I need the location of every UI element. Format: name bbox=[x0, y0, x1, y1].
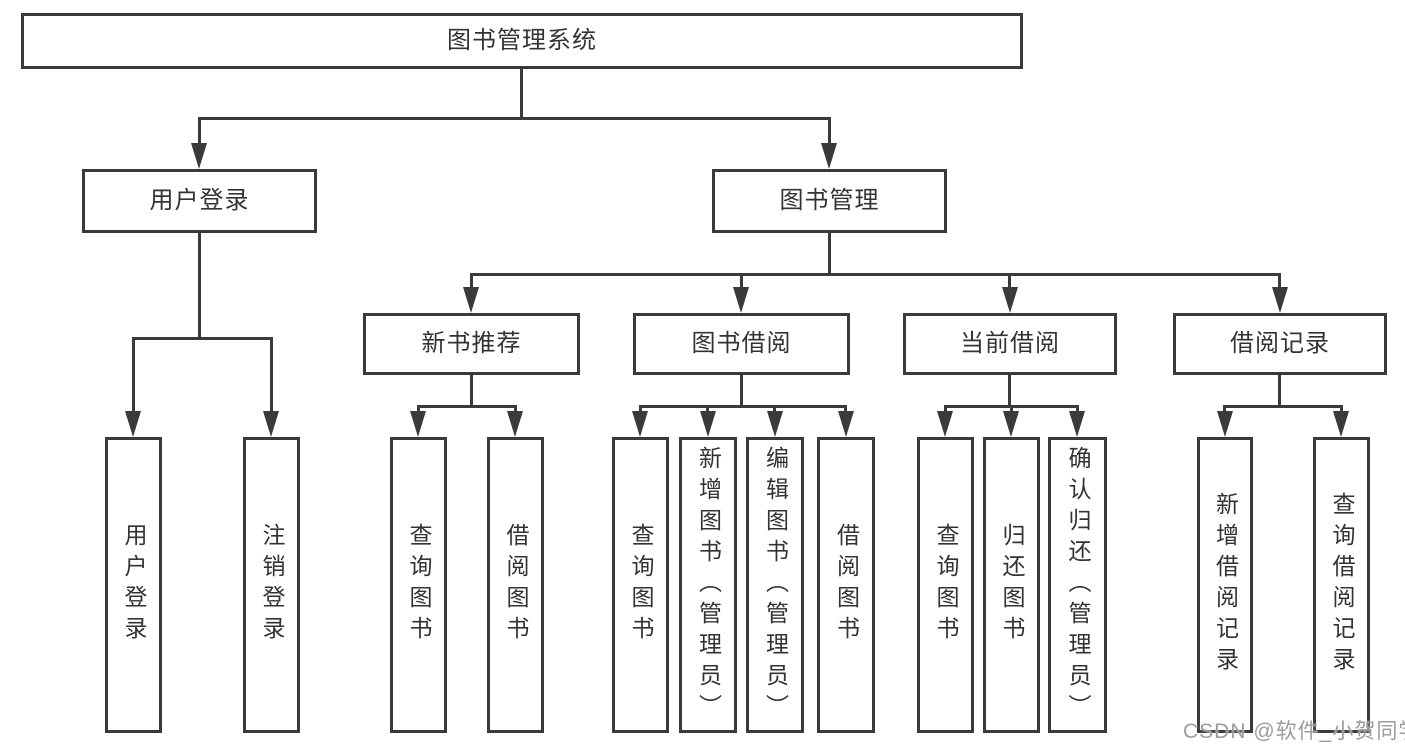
arrow-down-icon bbox=[937, 411, 953, 437]
connector-stem-leaf bbox=[706, 405, 709, 413]
leaf-query-books: 查询图书 bbox=[612, 437, 669, 733]
arrow-down-icon bbox=[733, 287, 749, 313]
connector-feed bbox=[1008, 375, 1011, 405]
arrow-down-icon bbox=[1217, 411, 1233, 437]
leaf-query-books: 查询图书 bbox=[917, 437, 974, 733]
arrow-down-icon bbox=[1272, 287, 1288, 313]
leaf-add-book-admin: 新增图书（管理员） bbox=[679, 437, 737, 733]
connector-book-management-feed bbox=[828, 233, 831, 273]
connector-stem-user-login bbox=[198, 117, 201, 147]
connector-bar bbox=[1223, 405, 1343, 408]
leaf-query-borrow-record: 查询借阅记录 bbox=[1313, 437, 1370, 733]
connector-stem-book-management bbox=[828, 117, 831, 147]
connector-feed bbox=[740, 375, 743, 405]
connector-stem-book-borrow bbox=[740, 273, 743, 291]
leaf-borrow-books: 借阅图书 bbox=[487, 437, 544, 733]
arrow-down-icon bbox=[1069, 411, 1085, 437]
connector-feed bbox=[1278, 375, 1281, 405]
arrow-down-icon bbox=[1002, 287, 1018, 313]
connector-bar-user-login bbox=[132, 337, 273, 340]
connector-bar-level2 bbox=[198, 117, 831, 120]
csdn-watermark: CSDN @软件_小贺同学 bbox=[1183, 720, 1405, 743]
arrow-down-icon bbox=[463, 287, 479, 313]
arrow-down-icon bbox=[1333, 411, 1349, 437]
connector-stem-leaf bbox=[514, 405, 517, 413]
arrow-down-icon bbox=[507, 411, 523, 437]
arrow-down-icon bbox=[632, 411, 648, 437]
connector-stem-leaf bbox=[1223, 405, 1226, 413]
leaf-return-book: 归还图书 bbox=[983, 437, 1040, 733]
connector-stem-leaf bbox=[417, 405, 420, 413]
arrow-down-icon bbox=[767, 411, 783, 437]
arrow-down-icon bbox=[1003, 411, 1019, 437]
arrow-down-icon bbox=[125, 411, 141, 437]
connector-stem-new-book-recommend bbox=[470, 273, 473, 291]
arrow-down-icon bbox=[410, 411, 426, 437]
node-user-login: 用户登录 bbox=[82, 169, 317, 233]
node-book-borrow: 图书借阅 bbox=[633, 313, 850, 375]
connector-stem-leaf bbox=[773, 405, 776, 413]
arrow-down-icon bbox=[263, 411, 279, 437]
node-new-book-recommend: 新书推荐 bbox=[363, 313, 580, 375]
connector-bar bbox=[639, 405, 847, 408]
arrow-down-icon bbox=[821, 143, 837, 169]
leaf-logout-login: 注销登录 bbox=[243, 437, 300, 733]
leaf-edit-book-admin: 编辑图书（管理员） bbox=[746, 437, 804, 733]
connector-stem-leaf bbox=[944, 405, 947, 413]
connector-stem-leaf bbox=[270, 337, 273, 413]
connector-bar-level3 bbox=[470, 273, 1281, 276]
connector-stem-borrow-records bbox=[1278, 273, 1281, 291]
connector-bar bbox=[417, 405, 517, 408]
connector-stem-leaf bbox=[1010, 405, 1013, 413]
leaf-add-borrow-record: 新增借阅记录 bbox=[1197, 437, 1253, 733]
node-book-management: 图书管理 bbox=[712, 169, 947, 233]
node-current-borrow: 当前借阅 bbox=[903, 313, 1117, 375]
arrow-down-icon bbox=[700, 411, 716, 437]
leaf-query-books: 查询图书 bbox=[390, 437, 447, 733]
leaf-user-login: 用户登录 bbox=[105, 437, 162, 733]
connector-stem-current-borrow bbox=[1008, 273, 1011, 291]
arrow-down-icon bbox=[838, 411, 854, 437]
connector-stem-leaf bbox=[844, 405, 847, 413]
connector-stem-leaf bbox=[1076, 405, 1079, 413]
node-borrow-records: 借阅记录 bbox=[1173, 313, 1387, 375]
connector-root-feed bbox=[520, 69, 523, 117]
arrow-down-icon bbox=[191, 143, 207, 169]
leaf-borrow-books: 借阅图书 bbox=[817, 437, 875, 733]
connector-stem-leaf bbox=[132, 337, 135, 413]
leaf-confirm-return-admin: 确认归还（管理员） bbox=[1048, 437, 1107, 733]
connector-stem-leaf bbox=[1340, 405, 1343, 413]
connector-stem-leaf bbox=[639, 405, 642, 413]
connector-user-login-feed bbox=[198, 233, 201, 337]
connector-feed bbox=[470, 375, 473, 405]
node-root: 图书管理系统 bbox=[21, 13, 1023, 69]
